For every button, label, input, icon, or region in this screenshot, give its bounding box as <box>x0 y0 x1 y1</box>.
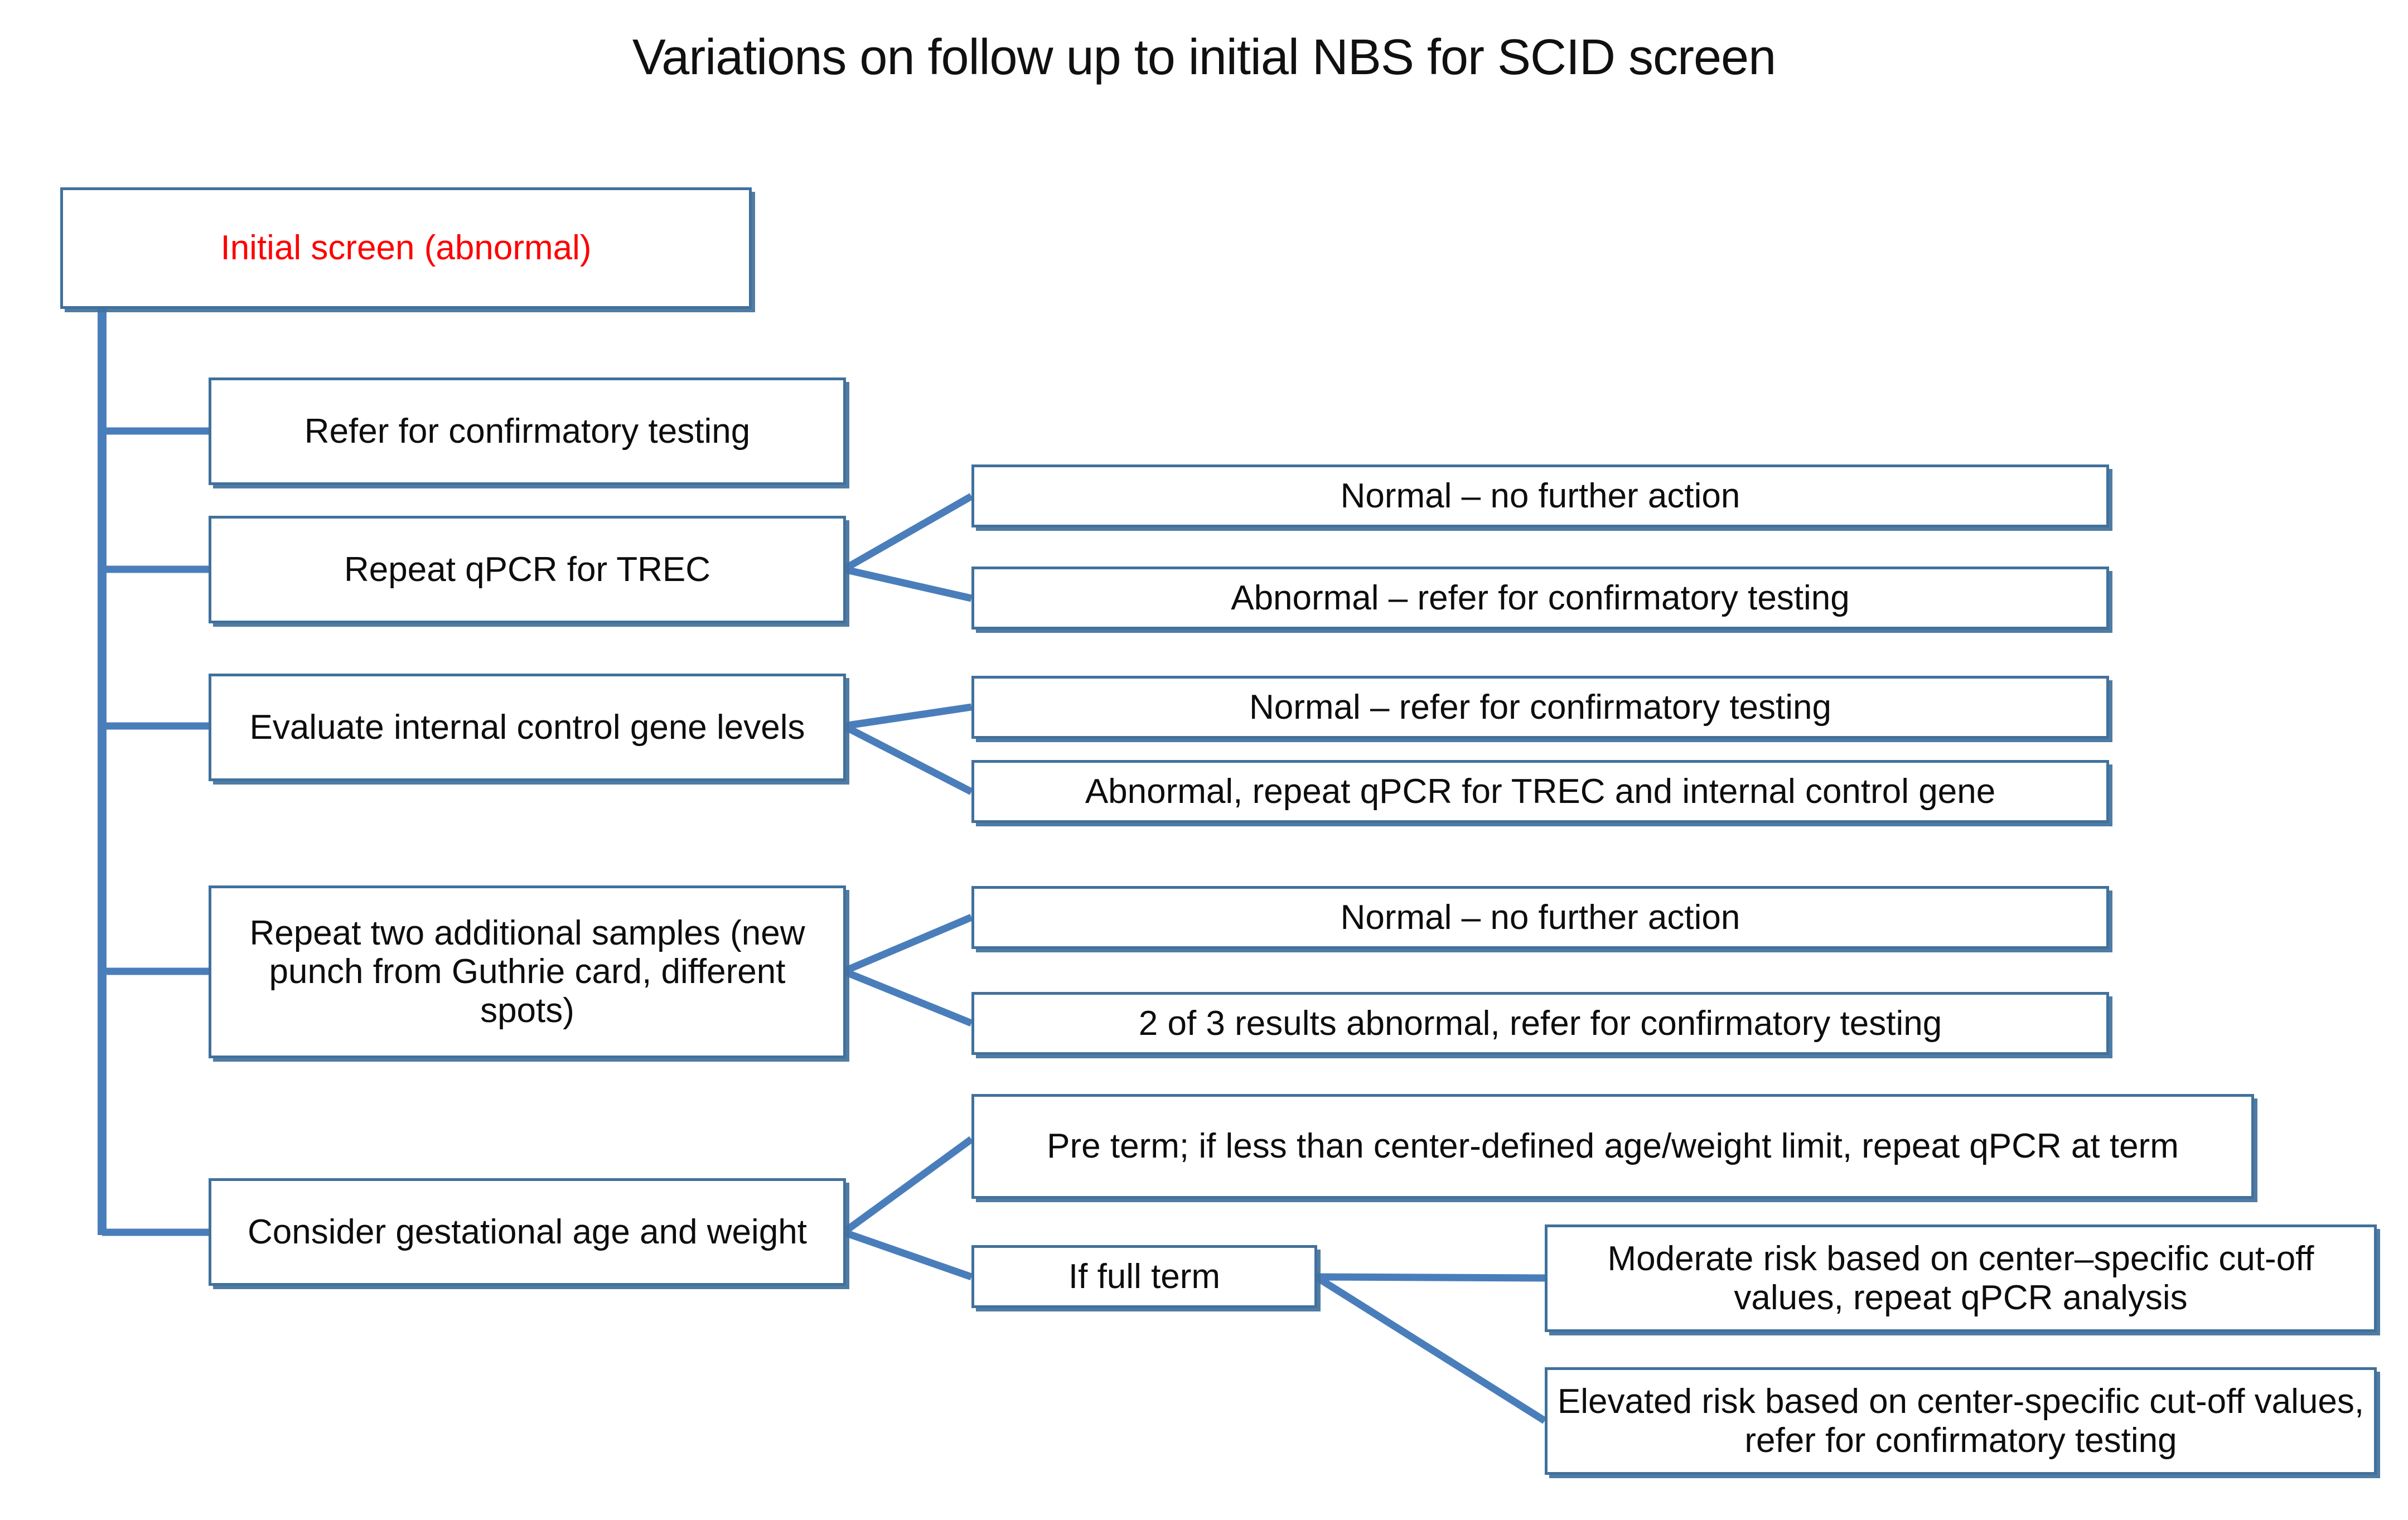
split-icg-upper <box>843 703 972 730</box>
node-moderate-risk-label: Moderate risk based on center–specific c… <box>1607 1240 2314 1317</box>
node-qpcr-normal[interactable]: Normal – no further action <box>971 464 2109 527</box>
node-repeat-two-additional-samples[interactable]: Repeat two additional samples (new punch… <box>209 885 846 1058</box>
page-title: Variations on follow up to initial NBS f… <box>632 30 1776 85</box>
node-evaluate-internal-control-gene-label: Evaluate internal control gene levels <box>249 708 805 747</box>
node-if-full-term-label: If full term <box>1068 1257 1221 1296</box>
node-consider-gestational-age-weight-label: Consider gestational age and weight <box>247 1212 807 1251</box>
node-icg-normal-label: Normal – refer for confirmatory testing <box>1249 688 1831 727</box>
node-repeat-qpcr-trec-label: Repeat qPCR for TREC <box>344 550 710 589</box>
node-qpcr-abnormal[interactable]: Abnormal – refer for confirmatory testin… <box>971 567 2109 630</box>
split-icg-lower <box>842 723 973 795</box>
node-pre-term-label: Pre term; if less than center-defined ag… <box>1047 1127 2179 1166</box>
split-gestational-upper <box>842 1136 974 1236</box>
split-qpcr-lower <box>843 565 973 602</box>
node-qpcr-normal-label: Normal – no further action <box>1340 476 1740 515</box>
node-repeat-qpcr-trec[interactable]: Repeat qPCR for TREC <box>209 516 846 623</box>
node-pre-term[interactable]: Pre term; if less than center-defined ag… <box>971 1094 2254 1199</box>
node-icg-normal[interactable]: Normal – refer for confirmatory testing <box>971 676 2109 739</box>
node-initial-screen-label: Initial screen (abnormal) <box>220 229 592 268</box>
split-fullterm-upper <box>1316 1273 1545 1282</box>
node-consider-gestational-age-weight[interactable]: Consider gestational age and weight <box>209 1178 846 1286</box>
node-repeat-two-additional-samples-label: Repeat two additional samples (new punch… <box>249 913 805 1030</box>
split-repeat2-lower <box>842 967 973 1027</box>
node-repeat2-abnormal-label: 2 of 3 results abnormal, refer for confi… <box>1138 1004 1942 1043</box>
node-refer-confirmatory[interactable]: Refer for confirmatory testing <box>209 377 846 485</box>
node-repeat2-abnormal[interactable]: 2 of 3 results abnormal, refer for confi… <box>971 992 2109 1055</box>
split-repeat2-upper <box>842 914 973 975</box>
split-gestational-lower <box>842 1228 973 1281</box>
node-if-full-term[interactable]: If full term <box>971 1245 1317 1308</box>
split-fullterm-lower <box>1314 1274 1547 1424</box>
node-elevated-risk-label: Elevated risk based on center-specific c… <box>1557 1382 2365 1460</box>
node-icg-abnormal[interactable]: Abnormal, repeat qPCR for TREC and inter… <box>971 760 2109 823</box>
node-moderate-risk[interactable]: Moderate risk based on center–specific c… <box>1545 1224 2377 1332</box>
node-qpcr-abnormal-label: Abnormal – refer for confirmatory testin… <box>1231 578 1850 617</box>
node-initial-screen[interactable]: Initial screen (abnormal) <box>60 187 752 309</box>
node-repeat2-normal[interactable]: Normal – no further action <box>971 886 2109 949</box>
node-evaluate-internal-control-gene[interactable]: Evaluate internal control gene levels <box>209 674 846 781</box>
node-elevated-risk[interactable]: Elevated risk based on center-specific c… <box>1545 1367 2377 1475</box>
node-refer-confirmatory-label: Refer for confirmatory testing <box>304 412 751 451</box>
split-qpcr-upper <box>842 493 974 573</box>
node-icg-abnormal-label: Abnormal, repeat qPCR for TREC and inter… <box>1085 772 1996 811</box>
node-repeat2-normal-label: Normal – no further action <box>1340 898 1740 937</box>
